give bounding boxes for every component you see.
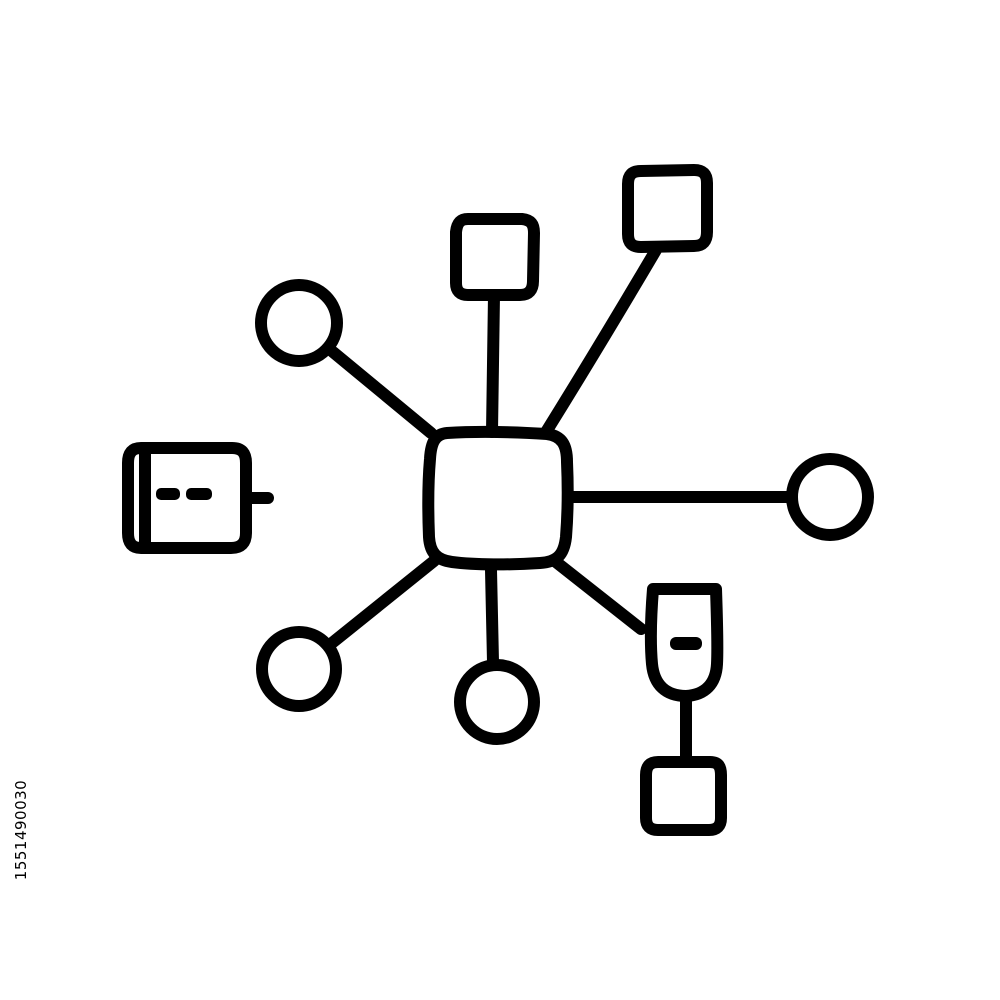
node-circle-bottom-left: [256, 626, 342, 712]
plug-socket-dash-right: [186, 488, 212, 500]
watermark-id-text: 1551490030: [12, 779, 30, 881]
node-glass-bottom-right: [644, 583, 724, 702]
connector-line-bottom: [485, 564, 499, 668]
connector-line-top-right: [540, 244, 662, 438]
connector-line-top-left: [327, 346, 437, 439]
connector-line-bottom-left: [326, 555, 440, 649]
node-square-top: [450, 213, 540, 301]
node-circle-right: [786, 453, 874, 541]
connector-line-bottom-right: [550, 556, 647, 635]
node-circle-bottom: [454, 659, 540, 745]
node-square-bottom-right: [640, 756, 727, 836]
glass-liquid-mark: [670, 637, 702, 650]
node-plug-left: [122, 442, 252, 554]
node-circle-top-left: [255, 279, 343, 367]
node-square-top-right: [622, 164, 713, 253]
watermark-id: 1551490030: [6, 755, 36, 905]
connector-line-top: [486, 289, 500, 438]
plug-socket-dash-left: [156, 488, 180, 500]
hub-square: [422, 425, 574, 571]
